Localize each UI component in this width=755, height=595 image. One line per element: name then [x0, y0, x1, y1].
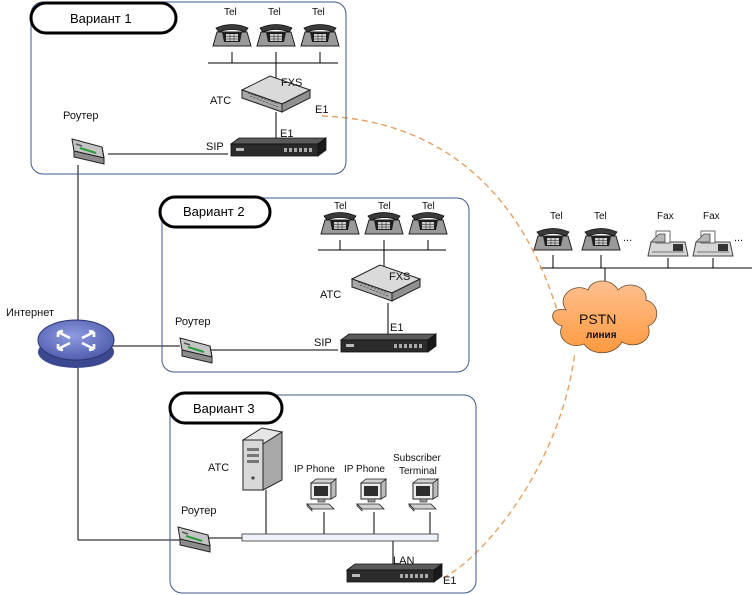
phone-label: Tel — [268, 7, 281, 18]
e1-link-variant1 — [321, 115, 561, 321]
internet-arrows-icon — [56, 329, 96, 352]
variant-1-group: Вариант 1 Tel Tel Tel FXS АТС E1 E1 SIP … — [29, 1, 347, 175]
sip-label: SIP — [314, 337, 332, 349]
e1-in-label: E1 — [280, 128, 293, 140]
internet-group: Интернет — [6, 307, 115, 368]
phone-label: Tel — [378, 201, 391, 212]
gateway-icon — [230, 137, 327, 157]
router-icon — [70, 137, 106, 166]
variant-3-title-badge — [168, 391, 284, 425]
ip-phone-2-label: IP Phone — [344, 464, 385, 475]
pstn-phone-label: Tel — [594, 211, 607, 222]
ellipsis: ... — [623, 232, 632, 244]
phone-icon — [212, 24, 252, 47]
fax-label: Fax — [657, 211, 674, 222]
internet-label: Интернет — [6, 307, 54, 319]
router-icon — [176, 525, 212, 554]
variant-2-title-badge — [158, 195, 272, 229]
phone-icon — [533, 228, 573, 251]
fxs-label: FXS — [281, 77, 302, 89]
variant-2-frame — [161, 197, 470, 373]
router-icon — [178, 336, 214, 365]
phone-label: Tel — [334, 201, 347, 212]
variant-1-title-badge — [29, 1, 178, 35]
phone-icon — [408, 212, 448, 235]
ip-phone-icon — [356, 478, 387, 512]
fxs-label: FXS — [389, 271, 410, 283]
phone-icon — [256, 24, 296, 47]
phone-label: Tel — [422, 201, 435, 212]
pbx-label: АТС — [320, 289, 341, 301]
ip-phone-1-label: IP Phone — [294, 464, 335, 475]
internet-router-icon — [37, 319, 115, 361]
variant-2-group: Вариант 2 Tel Tel Tel FXS АТС E1 SIP Роу… — [158, 195, 470, 373]
e1-out-label: E1 — [315, 104, 328, 116]
variant-3-title: Вариант 3 — [193, 401, 255, 416]
subscriber-label-line2: Terminal — [399, 466, 437, 477]
pstn-group: Tel Tel ... Fax Fax ... PSTN линия — [533, 211, 743, 354]
fax-icon — [647, 230, 689, 257]
pstn-label: PSTN — [579, 311, 616, 327]
phone-icon — [364, 212, 404, 235]
phone-icon — [300, 24, 340, 47]
e1-link-variant3 — [442, 351, 576, 579]
router-label: Роутер — [63, 110, 99, 122]
phone-label: Tel — [312, 7, 325, 18]
pstn-sub-label: линия — [586, 330, 617, 341]
fax-label: Fax — [703, 211, 720, 222]
network-links — [77, 52, 752, 568]
router-label: Роутер — [175, 316, 211, 328]
pstn-phone-label: Tel — [550, 211, 563, 222]
e1-label: E1 — [390, 322, 403, 334]
gateway-icon — [340, 333, 437, 353]
variant-2-title: Вариант 2 — [183, 204, 245, 219]
pbx-label: АТС — [210, 95, 231, 107]
ip-phone-icon — [306, 478, 337, 512]
phone-icon — [320, 212, 360, 235]
gateway-icon — [346, 563, 443, 583]
pbx-label: АТС — [208, 462, 229, 474]
phone-label: Tel — [224, 7, 237, 18]
subscriber-terminal-icon — [408, 478, 439, 512]
variant-1-frame — [30, 1, 347, 175]
variant-3-frame — [169, 394, 477, 594]
variant-1-title: Вариант 1 — [70, 11, 132, 26]
router-label: Роутер — [181, 505, 217, 517]
fax-icon — [692, 230, 734, 257]
e1-label: E1 — [443, 575, 456, 587]
server-icon — [241, 427, 284, 491]
variant-3-group: Вариант 3 АТС IP Phone IP Phone Subscrib… — [168, 391, 477, 594]
subscriber-label-line1: Subscriber — [393, 453, 441, 464]
pstn-cloud-icon — [552, 280, 658, 354]
lan-bus — [241, 533, 439, 542]
sip-label: SIP — [206, 141, 224, 153]
phone-icon — [581, 228, 621, 251]
ellipsis: ... — [734, 232, 743, 244]
